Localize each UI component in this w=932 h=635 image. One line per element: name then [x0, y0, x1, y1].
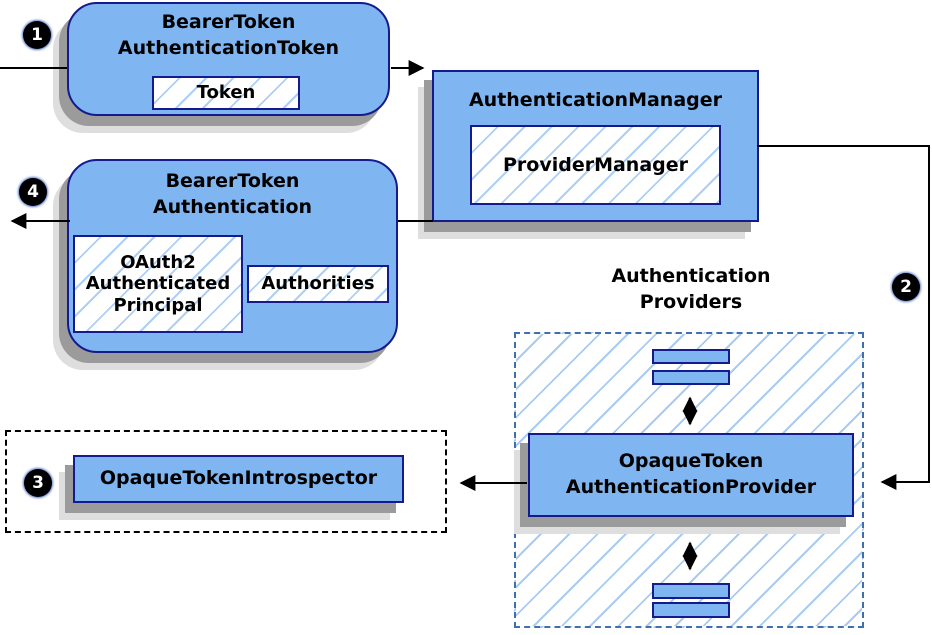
field-token-label: Token [196, 82, 256, 104]
opaque-token-introspector-area [5, 430, 447, 533]
step-badge-2: 2 [892, 273, 920, 301]
provider-bar [652, 602, 730, 618]
step-badge-4: 4 [19, 178, 47, 206]
field-provider-manager: ProviderManager [470, 125, 721, 205]
node-title-text: AuthenticationManager [468, 89, 723, 111]
node-opaque-token-authentication-provider: OpaqueToken AuthenticationProvider [528, 433, 854, 517]
field-authorities: Authorities [247, 265, 389, 303]
field-oauth2-authenticated-principal: OAuth2 Authenticated Principal [73, 235, 243, 333]
node-title-line1: OpaqueToken [618, 450, 764, 473]
node-title-line2: Authentication [152, 195, 313, 218]
node-bearer-token-authentication-token: BearerToken AuthenticationToken Token [67, 2, 390, 116]
node-title: BearerToken AuthenticationToken [69, 10, 388, 61]
node-title: OpaqueToken AuthenticationProvider [530, 449, 852, 500]
node-title: BearerToken Authentication [69, 169, 396, 220]
node-title-text: OpaqueTokenIntrospector [99, 467, 378, 490]
field-token: Token [152, 76, 300, 110]
node-bearer-token-authentication: BearerToken Authentication OAuth2 Authen… [67, 159, 398, 353]
field-principal-line3: Principal [113, 294, 203, 316]
field-authorities-label: Authorities [261, 273, 375, 295]
field-provider-manager-label: ProviderManager [502, 153, 689, 176]
node-authentication-manager: AuthenticationManager ProviderManager [432, 70, 759, 222]
node-title-line2: AuthenticationProvider [565, 476, 817, 498]
heading-line2: Providers [639, 290, 743, 313]
field-principal-line1: OAuth2 [120, 252, 196, 274]
authentication-providers-heading: Authentication Providers [514, 264, 868, 315]
node-title: AuthenticationManager [434, 88, 757, 114]
provider-bar [652, 349, 730, 364]
node-opaque-token-introspector: OpaqueTokenIntrospector [73, 455, 404, 503]
step-badge-3: 3 [24, 469, 52, 497]
provider-bar [652, 370, 730, 385]
node-title-line2: AuthenticationToken [117, 36, 340, 59]
node-title-line1: BearerToken [161, 11, 296, 33]
node-title: OpaqueTokenIntrospector [75, 466, 402, 492]
heading-line1: Authentication [611, 265, 771, 287]
step-badge-1: 1 [23, 21, 51, 49]
provider-bar [652, 583, 730, 599]
field-principal-line2: Authenticated [85, 273, 231, 295]
node-title-line1: BearerToken [165, 170, 300, 192]
